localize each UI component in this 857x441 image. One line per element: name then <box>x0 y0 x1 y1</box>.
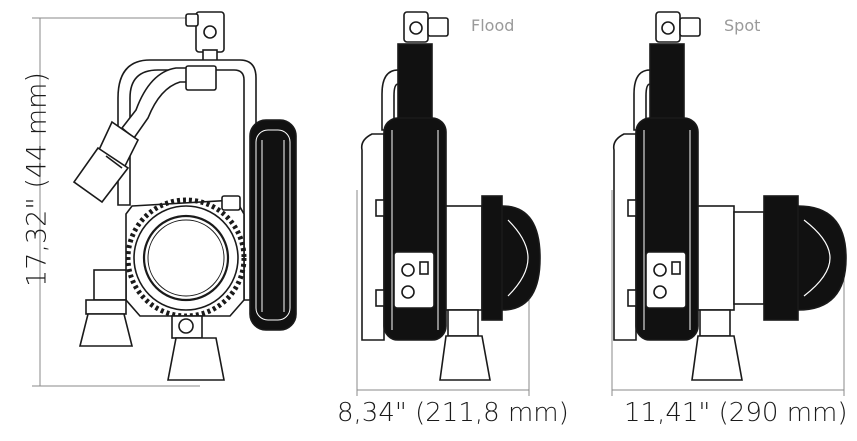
front-view-fixture <box>72 11 297 381</box>
spot-view-label: Spot <box>724 16 761 35</box>
height-dimension-label: 17,32" (44 mm) <box>21 72 53 287</box>
spot-width-dimension-line <box>611 190 845 396</box>
height-dimension-line <box>32 17 200 387</box>
spot-width-dimension-label: 11,41" (290 mm) <box>624 398 848 428</box>
flood-width-dimension-label: 8,34" (211,8 mm) <box>337 398 569 428</box>
flood-view-fixture <box>360 11 541 381</box>
spot-view-fixture <box>612 11 847 381</box>
flood-view-label: Flood <box>471 16 515 35</box>
